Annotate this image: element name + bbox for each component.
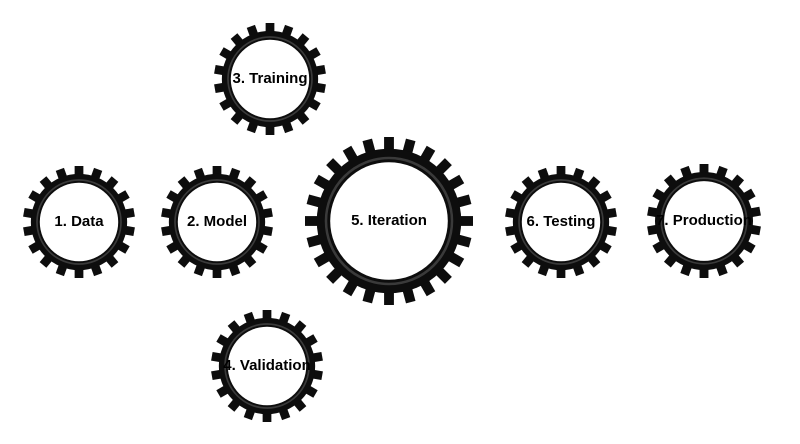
gear-tooth: [74, 166, 84, 176]
gear-shading: [518, 179, 604, 265]
gear-tooth: [212, 166, 222, 176]
gear-tooth: [455, 194, 472, 208]
gear-center: [664, 181, 744, 261]
gear-center: [39, 182, 119, 262]
gear-tooth: [305, 216, 319, 226]
gear-shading: [36, 179, 122, 265]
gear-model: 2. Model: [161, 166, 273, 278]
gear-model-label: 2. Model: [187, 213, 247, 230]
gear-tooth: [262, 412, 272, 422]
gear-iteration: 5. Iteration: [305, 137, 473, 305]
gear-training: 3. Training: [214, 23, 326, 135]
gear-tooth: [262, 310, 272, 320]
gear-tooth: [212, 268, 222, 278]
gear-center: [230, 39, 310, 119]
gear-validation-label: 4. Validation: [223, 357, 311, 374]
gear-production: 7. Production: [647, 164, 761, 278]
gear-data: 1. Data: [23, 166, 135, 278]
gear-tooth: [384, 291, 394, 305]
gear-center: [227, 326, 307, 406]
gear-tooth: [455, 234, 472, 248]
gear-iteration-icon: [305, 137, 473, 305]
gear-tooth: [699, 164, 709, 174]
gear-tooth: [74, 268, 84, 278]
gear-tooth: [556, 166, 566, 176]
gear-tooth: [306, 194, 323, 208]
gear-model-icon: [161, 166, 273, 278]
gear-shading: [224, 323, 310, 409]
gear-tooth: [699, 268, 709, 278]
gear-tooth: [306, 234, 323, 248]
gear-center: [521, 182, 601, 262]
gear-center: [330, 162, 448, 280]
gear-tooth: [402, 138, 416, 155]
gear-shading: [227, 36, 313, 122]
gear-tooth: [362, 287, 376, 304]
gear-testing: 6. Testing: [505, 166, 617, 278]
gear-production-icon: [647, 164, 761, 278]
gear-tooth: [459, 216, 473, 226]
gear-center: [177, 182, 257, 262]
gear-validation-icon: [211, 310, 323, 422]
gear-validation: 4. Validation: [211, 310, 323, 422]
gear-data-label: 1. Data: [54, 213, 104, 230]
gear-shading: [660, 177, 748, 265]
gear-testing-label: 6. Testing: [527, 213, 596, 230]
gear-tooth: [362, 138, 376, 155]
gear-tooth: [265, 125, 275, 135]
gear-data-icon: [23, 166, 135, 278]
gear-tooth: [265, 23, 275, 33]
gear-tooth: [384, 137, 394, 151]
gear-shading: [324, 156, 454, 286]
gear-iteration-label: 5. Iteration: [351, 212, 427, 229]
gear-testing-icon: [505, 166, 617, 278]
gear-production-label: 7. Production: [656, 212, 752, 229]
gear-tooth: [402, 287, 416, 304]
gear-shading: [174, 179, 260, 265]
gear-training-label: 3. Training: [232, 70, 307, 87]
gear-training-icon: [214, 23, 326, 135]
gear-tooth: [556, 268, 566, 278]
